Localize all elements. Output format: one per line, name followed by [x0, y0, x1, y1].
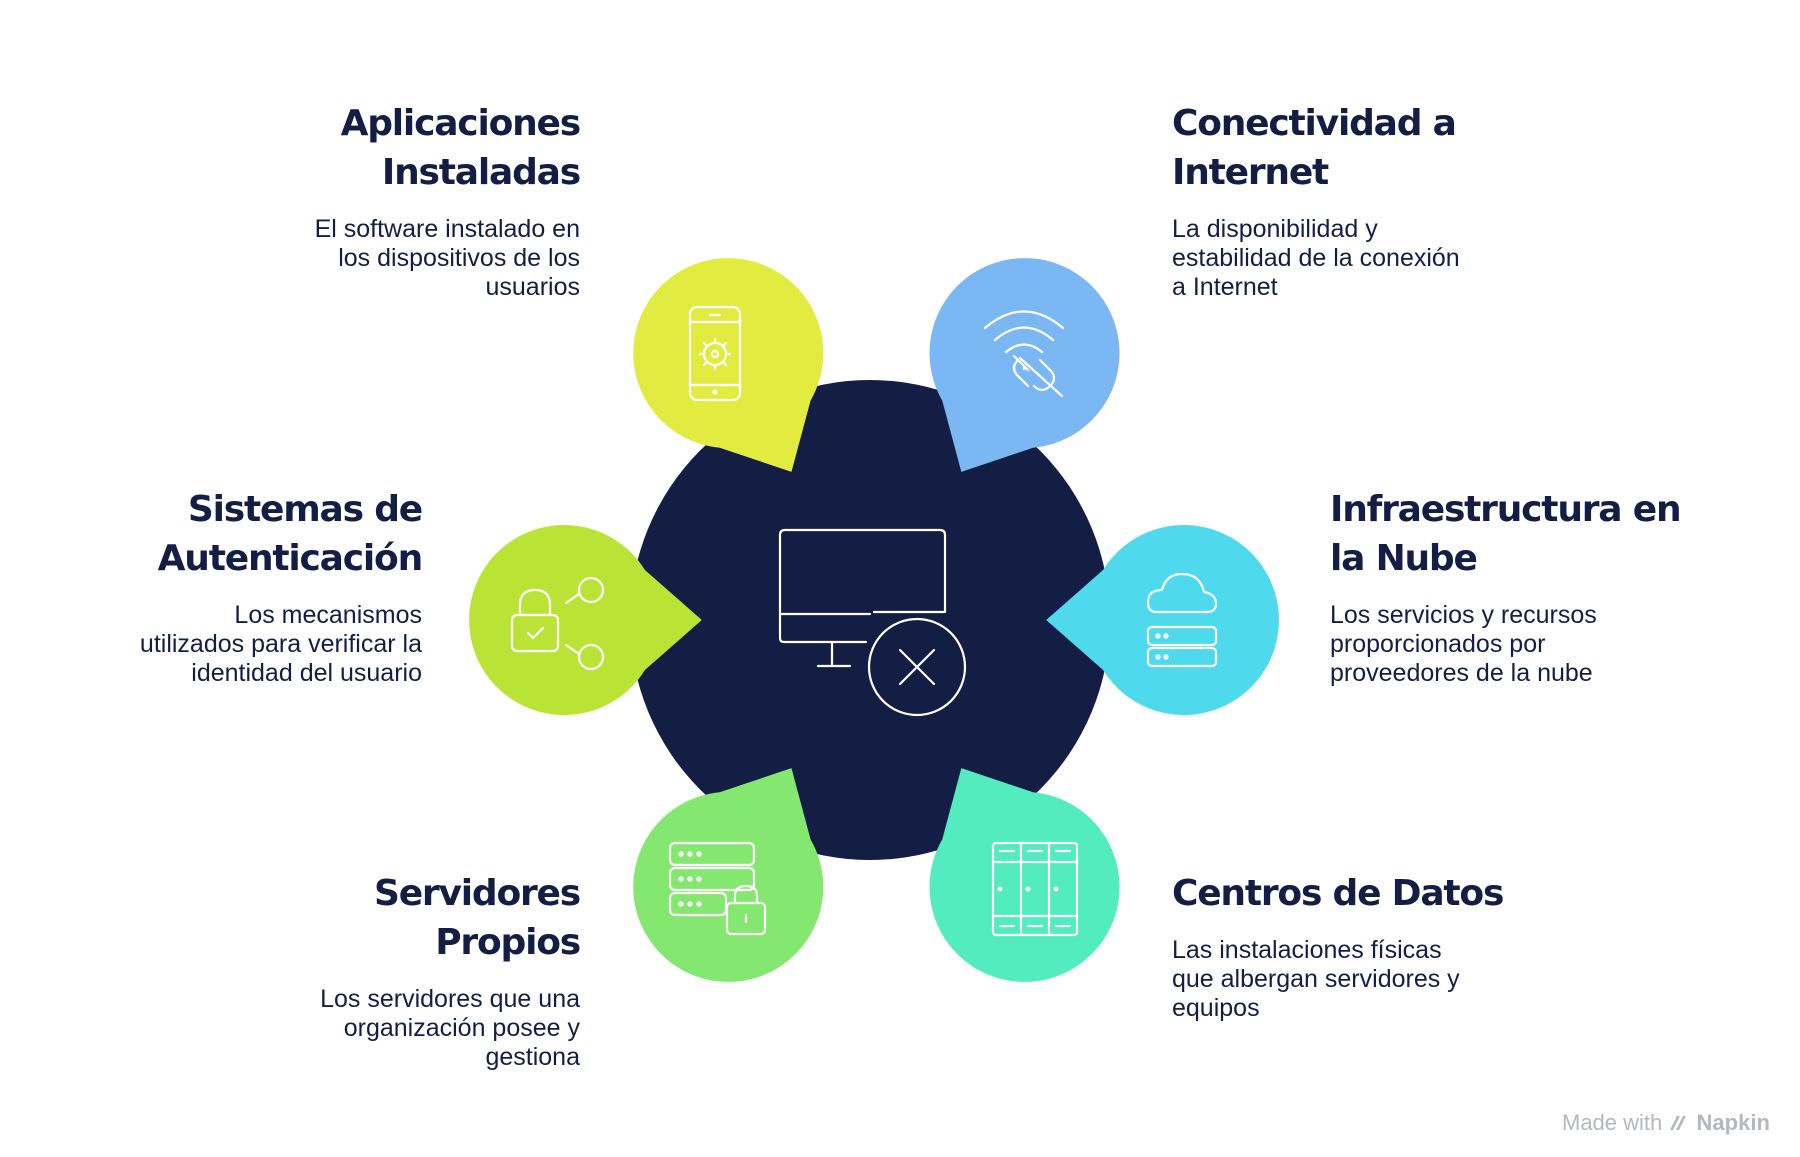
node-description: El software instalado en los dispositivo…	[230, 215, 580, 302]
made-with-credit[interactable]: Made with Napkin	[1562, 1110, 1770, 1136]
node-description-line: utilizados para verificar la	[139, 630, 422, 658]
node-description: Los mecanismos utilizados para verificar…	[50, 601, 422, 688]
petal-cloud	[1046, 525, 1279, 715]
node-title: Aplicaciones Instaladas	[230, 99, 582, 197]
node-description-line: proporcionados por	[1330, 630, 1546, 658]
node-title-line: Servidores	[373, 873, 581, 914]
node-description-line: Las instalaciones físicas	[1172, 936, 1442, 964]
petal-apps	[633, 258, 824, 472]
node-description-line: organización posee y	[343, 1014, 580, 1042]
server-racks-icon	[991, 841, 1079, 937]
lock-share-icon	[510, 576, 605, 671]
node-description-line: gestiona	[485, 1043, 580, 1071]
node-description-line: que albergan servidores y	[1172, 965, 1460, 993]
node-datacenters: Centros de Datos Las instalaciones físic…	[1172, 869, 1532, 1023]
mobile-gear-icon	[688, 305, 742, 402]
node-description: La disponibilidad y estabilidad de la co…	[1172, 215, 1532, 302]
node-description-line: a Internet	[1172, 273, 1278, 301]
node-servers: Servidores Propios Los servidores que un…	[230, 869, 581, 1072]
node-description-line: proveedores de la nube	[1330, 659, 1593, 687]
node-description-line: estabilidad de la conexión	[1172, 244, 1460, 272]
node-description-line: equipos	[1172, 994, 1260, 1022]
cloud-server-icon	[1146, 572, 1218, 668]
credit-prefix: Made with	[1562, 1110, 1663, 1135]
node-title-line: Internet	[1172, 152, 1329, 193]
node-description-line: El software instalado en	[314, 215, 580, 243]
node-title-line: Autenticación	[157, 538, 424, 579]
node-description-line: Los servicios y recursos	[1330, 601, 1597, 629]
node-title-line: la Nube	[1330, 538, 1478, 579]
node-title: Centros de Datos	[1172, 869, 1532, 918]
node-title-line: Aplicaciones	[340, 103, 582, 144]
node-description-line: los dispositivos de los	[338, 244, 580, 272]
petal-internet	[929, 258, 1120, 472]
node-title-line: Infraestructura en	[1330, 489, 1682, 530]
node-apps: Aplicaciones Instaladas El software inst…	[230, 99, 582, 302]
petal-auth	[469, 525, 702, 715]
napkin-logo-icon	[1670, 1116, 1687, 1130]
node-title: Servidores Propios	[230, 869, 581, 967]
petal-datacenters	[929, 768, 1120, 982]
center-hub	[630, 380, 1110, 860]
node-title-line: Centros de Datos	[1172, 873, 1504, 914]
node-description-line: Los servidores que una	[320, 985, 580, 1013]
node-title-line: Instaladas	[381, 152, 581, 193]
server-lock-icon	[668, 841, 767, 936]
node-description: Los servidores que una organización pose…	[230, 985, 580, 1072]
node-title: Sistemas de Autenticación	[50, 485, 424, 583]
node-description: Las instalaciones físicas que albergan s…	[1172, 936, 1532, 1023]
node-description-line: identidad del usuario	[191, 659, 422, 687]
monitor-error-icon	[778, 528, 967, 717]
node-title: Conectividad a Internet	[1172, 99, 1532, 197]
petal-servers	[633, 768, 824, 982]
credit-brand: Napkin	[1696, 1110, 1770, 1135]
node-internet: Conectividad a Internet La disponibilida…	[1172, 99, 1532, 302]
node-title-line: Sistemas de	[187, 489, 423, 530]
wifi-broken-link-icon	[983, 310, 1065, 398]
node-title: Infraestructura en la Nube	[1330, 485, 1690, 583]
node-title-line: Propios	[435, 922, 581, 963]
node-description-line: Los mecanismos	[234, 601, 422, 629]
node-title-line: Conectividad a	[1172, 103, 1457, 144]
node-description: Los servicios y recursos proporcionados …	[1330, 601, 1690, 688]
node-auth: Sistemas de Autenticación Los mecanismos…	[50, 485, 424, 688]
node-description-line: La disponibilidad y	[1172, 215, 1378, 243]
node-description-line: usuarios	[485, 273, 581, 301]
node-cloud: Infraestructura en la Nube Los servicios…	[1330, 485, 1690, 688]
